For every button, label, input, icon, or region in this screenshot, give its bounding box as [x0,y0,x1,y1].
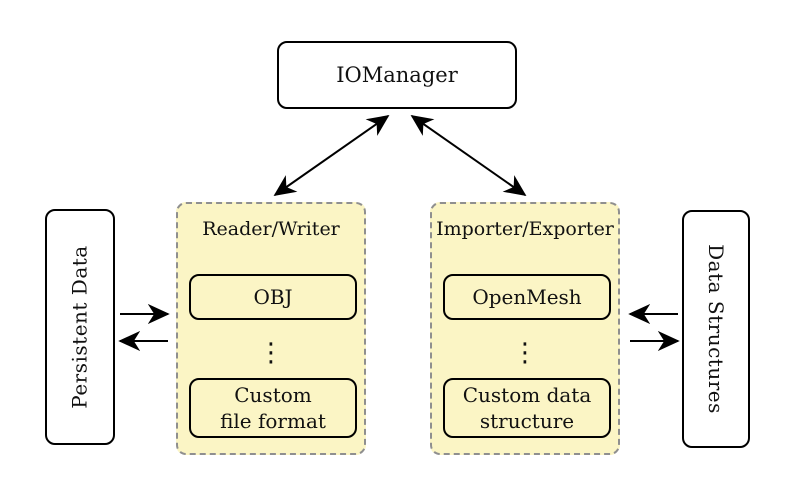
obj-label: OBJ [253,285,293,309]
panel-importer-exporter: Importer/Exporter OpenMesh ⋮ Custom data… [430,202,620,455]
node-custom-data-structure: Custom data structure [443,378,611,438]
arrow-iomanager-reader-writer [273,114,390,197]
data-structures-label: Data Structures [704,244,728,414]
custom-data-structure-line2: structure [479,409,575,433]
custom-file-format-line2: file format [220,409,326,433]
node-custom-file-format: Custom file format [189,378,357,438]
custom-file-format-line1: Custom [234,383,312,407]
node-data-structures: Data Structures [682,210,750,448]
vertical-ellipsis-icon: ⋮ [512,338,538,368]
panel-reader-writer: Reader/Writer OBJ ⋮ Custom file format [176,202,366,455]
node-io-manager: IOManager [277,41,517,109]
vertical-ellipsis-icon: ⋮ [258,338,284,368]
io-manager-label: IOManager [336,63,458,87]
importer-exporter-title: Importer/Exporter [436,218,614,240]
arrow-iomanager-importer-exporter [410,114,527,197]
persistent-data-label: Persistent Data [68,245,93,409]
node-obj: OBJ [189,274,357,320]
custom-data-structure-line1: Custom data [462,383,592,407]
node-persistent-data: Persistent Data [45,209,115,445]
reader-writer-title: Reader/Writer [202,218,340,240]
openmesh-label: OpenMesh [472,285,582,309]
node-openmesh: OpenMesh [443,274,611,320]
